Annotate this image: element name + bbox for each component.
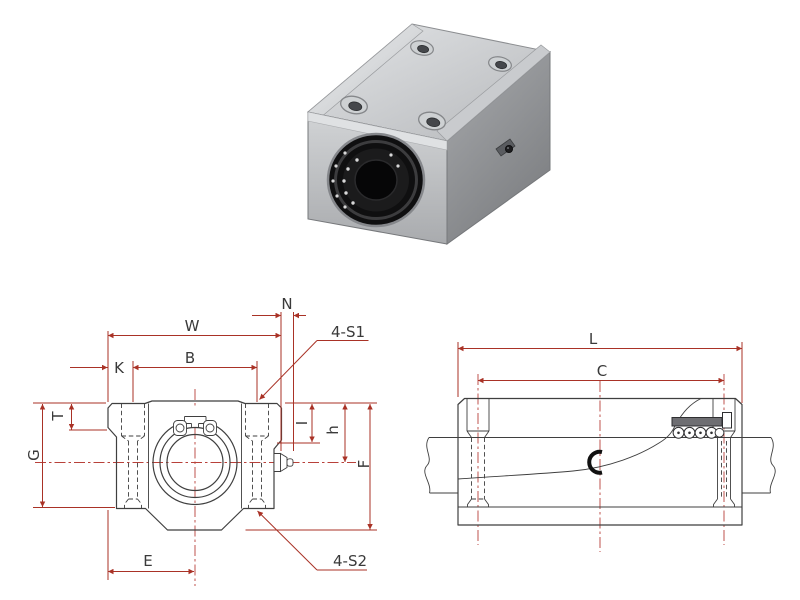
- dim-label-e: E: [143, 552, 152, 570]
- dim-label-l: L: [589, 330, 598, 348]
- dim-label-w: W: [185, 317, 200, 335]
- 3d-render: [306, 23, 552, 245]
- grease-nipple-front: [273, 452, 294, 473]
- dim-label-h: h: [324, 425, 342, 435]
- bolt-hole-left-front: [121, 403, 145, 509]
- side-body-outline: [457, 397, 743, 526]
- dim-label-g: G: [25, 449, 43, 461]
- dim-label-4s2: 4-S2: [333, 552, 367, 570]
- front-body-outline: [107, 400, 283, 531]
- shaft-left-stub: [424, 437, 458, 494]
- dim-label-b: B: [185, 349, 195, 367]
- snap-ring-notch: [184, 416, 207, 428]
- front-top-chamfer: [307, 111, 448, 151]
- side-dimensions: [458, 345, 742, 384]
- dim-label-n: N: [281, 295, 292, 313]
- snap-ring-eyelet-left: [175, 423, 185, 433]
- breakout-section-curve: [457, 398, 702, 480]
- dim-label-c: C: [597, 362, 607, 380]
- top-mounting-holes: [340, 40, 512, 131]
- dim-label-t: T: [49, 411, 67, 422]
- bore-circles: [152, 407, 238, 506]
- front-dimensions: [39, 312, 373, 575]
- side-bore-lines: [458, 437, 742, 508]
- dim-label-4s1: 4-S1: [331, 323, 365, 341]
- grease-fitting-3d: [495, 138, 516, 157]
- dim-label-f: F: [355, 460, 373, 469]
- front-extension-lines: [33, 312, 377, 580]
- front-view: N W B K 4-S1 4-S2 T G I h F E: [25, 295, 377, 586]
- top-chamfer-right: [436, 44, 551, 142]
- side-labels: L C: [589, 330, 607, 380]
- bushing-sleeve-bar: [671, 417, 723, 427]
- ball-retainer-dots: [331, 151, 400, 209]
- seal-crescent: [587, 449, 603, 475]
- snap-ring-eyelet-right: [205, 423, 215, 433]
- bolt-boss-edges: [148, 403, 242, 509]
- front-labels: N W B K 4-S1 4-S2 T G I h F E: [25, 295, 373, 570]
- dim-label-k: K: [114, 359, 125, 377]
- bearing-internals-section: [587, 412, 732, 475]
- bolt-hole-left-side: [466, 398, 490, 507]
- side-view: L C: [424, 330, 776, 552]
- retaining-ring-upstand: [722, 412, 732, 429]
- shaft-right-stub: [742, 437, 776, 494]
- dim-label-i: I: [293, 421, 311, 425]
- bearing-bore-3d: [326, 132, 426, 228]
- bolt-hole-right-front: [245, 403, 269, 509]
- bearing-balls: [672, 426, 725, 439]
